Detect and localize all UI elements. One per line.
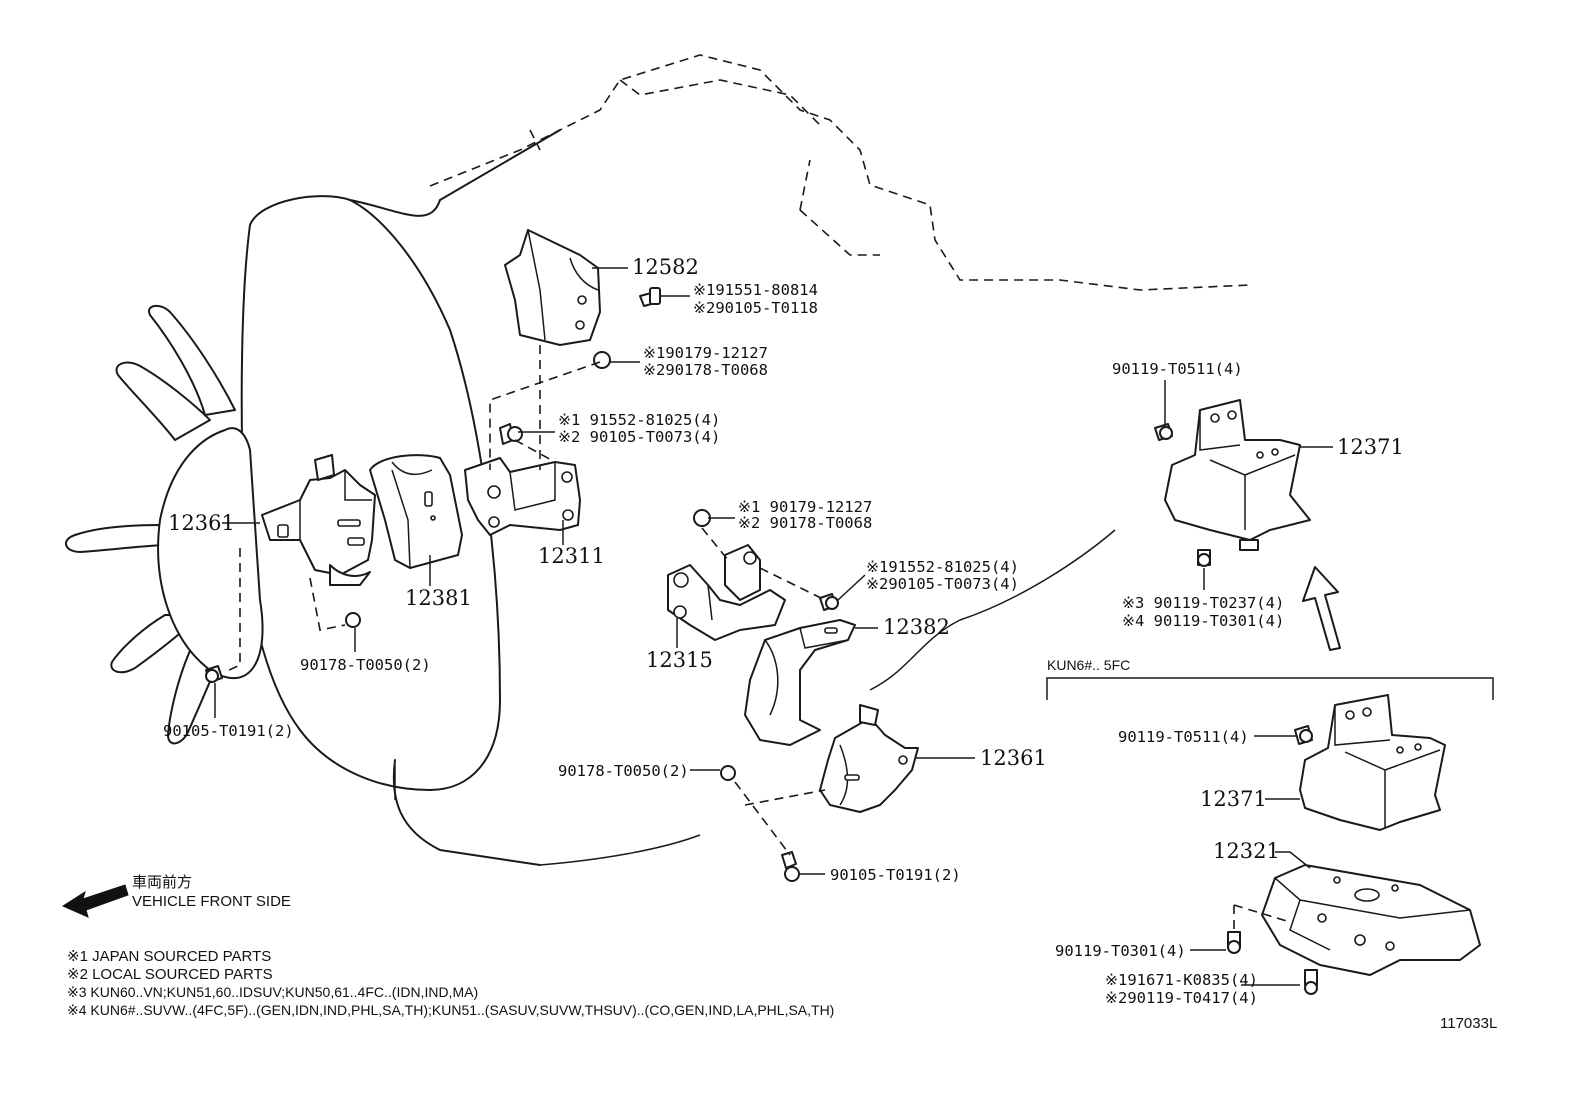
label-tm-bolt-top[interactable]: 90119-T0511(4) bbox=[1112, 360, 1243, 378]
direction-label-en: VEHICLE FRONT SIDE bbox=[132, 893, 291, 910]
label-12311[interactable]: 12311 bbox=[538, 544, 605, 568]
mount-insulator-12382 bbox=[744, 619, 856, 746]
left-arrow-icon bbox=[61, 884, 129, 918]
direction-label-jp: 車両前方 bbox=[132, 874, 192, 891]
vehicle-front-indicator: 車両前方 VEHICLE FRONT SIDE bbox=[61, 874, 291, 918]
engine-mount-12361-right bbox=[819, 704, 919, 813]
part-labels: 12582 ※191551-80814 ※290105-T0118 ※19017… bbox=[163, 255, 1404, 1007]
fasteners-left bbox=[205, 287, 661, 683]
inset-fasteners bbox=[1227, 725, 1318, 995]
footnotes: ※1 JAPAN SOURCED PARTS ※2 LOCAL SOURCED … bbox=[67, 948, 834, 1018]
footnote-4: ※4 KUN6#..SUVW..(4FC,5F)..(GEN,IDN,IND,P… bbox=[67, 1002, 834, 1018]
label-nut-a-1[interactable]: ※190179-12127 bbox=[643, 344, 768, 362]
cooling-fan bbox=[65, 304, 264, 745]
inset-title: KUN6#.. 5FC bbox=[1047, 657, 1130, 673]
footnote-1: ※1 JAPAN SOURCED PARTS bbox=[67, 948, 271, 965]
engine-bracket-12311 bbox=[464, 457, 581, 536]
label-inset-bolt-top[interactable]: 90119-T0511(4) bbox=[1118, 728, 1249, 746]
label-12361-right[interactable]: 12361 bbox=[980, 746, 1047, 770]
engine-outline bbox=[429, 54, 1251, 291]
up-arrow-icon bbox=[1302, 566, 1341, 651]
label-nut-left[interactable]: 90178-T0050(2) bbox=[300, 656, 431, 674]
label-12582[interactable]: 12582 bbox=[632, 255, 699, 279]
label-nut-a-2[interactable]: ※290178-T0068 bbox=[643, 361, 768, 379]
label-bolt-left[interactable]: 90105-T0191(2) bbox=[163, 722, 294, 740]
mount-insulator-12381 bbox=[369, 454, 463, 569]
leader-lines bbox=[214, 267, 1333, 986]
footnote-3: ※3 KUN60..VN;KUN51,60..IDSUV;KUN50,61..4… bbox=[67, 984, 478, 1000]
transmission-fasteners bbox=[1154, 423, 1211, 567]
bracket-12315 bbox=[667, 544, 786, 641]
label-inset-bolt-bot-1[interactable]: ※191671-K0835(4) bbox=[1105, 971, 1258, 989]
fasteners-right bbox=[693, 509, 839, 882]
label-12582-bolt-1[interactable]: ※191551-80814 bbox=[693, 281, 818, 299]
label-inset-12371[interactable]: 12371 bbox=[1200, 787, 1267, 811]
inset-frame bbox=[1046, 677, 1494, 700]
label-12381[interactable]: 12381 bbox=[405, 586, 472, 610]
label-bolt-b-1[interactable]: ※191552-81025(4) bbox=[866, 558, 1019, 576]
label-12361-left[interactable]: 12361 bbox=[168, 511, 235, 535]
label-12382[interactable]: 12382 bbox=[883, 615, 950, 639]
bracket-12582 bbox=[504, 229, 601, 346]
footnote-2: ※2 LOCAL SOURCED PARTS bbox=[67, 966, 273, 983]
label-bolt-b-2[interactable]: ※290105-T0073(4) bbox=[866, 575, 1019, 593]
transmission-mount-12371-top bbox=[1164, 399, 1311, 551]
label-tm-bolt-bot-1[interactable]: ※3 90119-T0237(4) bbox=[1122, 594, 1284, 612]
diagram-id: 117033L bbox=[1440, 1015, 1497, 1032]
label-inset-bolt-bot-2[interactable]: ※290119-T0417(4) bbox=[1105, 989, 1258, 1007]
engine-mount-12361-left bbox=[261, 454, 376, 586]
label-bolt-a-1[interactable]: ※1 91552-81025(4) bbox=[558, 411, 720, 429]
assembly-lines-left bbox=[224, 345, 601, 673]
label-inset-bolt-mid[interactable]: 90119-T0301(4) bbox=[1055, 942, 1186, 960]
label-bolt-a-2[interactable]: ※2 90105-T0073(4) bbox=[558, 428, 720, 446]
label-nut-b-1[interactable]: ※1 90179-12127 bbox=[738, 498, 872, 516]
label-nut-b-2[interactable]: ※2 90178-T0068 bbox=[738, 514, 872, 532]
label-nut-right[interactable]: 90178-T0050(2) bbox=[558, 762, 689, 780]
mount-crossmember-12321 bbox=[1261, 864, 1481, 976]
label-bolt-right[interactable]: 90105-T0191(2) bbox=[830, 866, 961, 884]
label-tm-bolt-bot-2[interactable]: ※4 90119-T0301(4) bbox=[1122, 612, 1284, 630]
label-12371-top[interactable]: 12371 bbox=[1337, 435, 1404, 459]
label-inset-12321[interactable]: 12321 bbox=[1213, 839, 1280, 863]
assembly-lines-right bbox=[701, 527, 1116, 856]
label-12582-bolt-2[interactable]: ※290105-T0118 bbox=[693, 299, 818, 317]
label-12315[interactable]: 12315 bbox=[646, 648, 713, 672]
transmission-mount-12371-inset bbox=[1299, 694, 1446, 831]
